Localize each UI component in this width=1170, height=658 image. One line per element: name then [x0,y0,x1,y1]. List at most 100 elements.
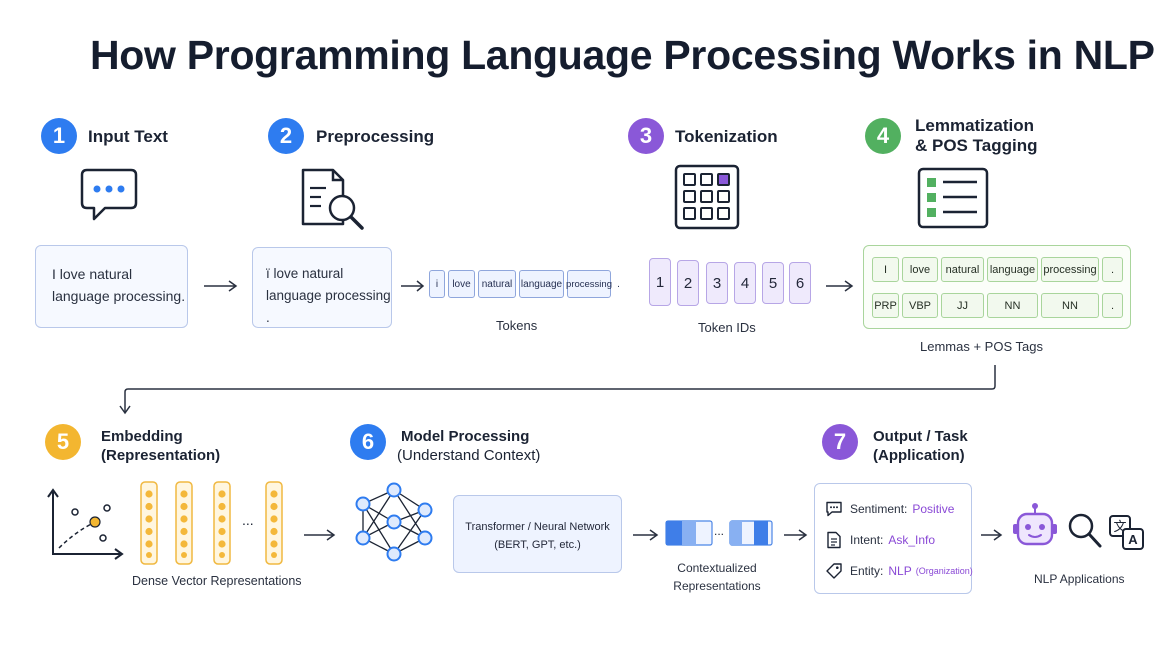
output-label: Entity: [850,564,884,578]
tokens-caption: Tokens [496,318,538,333]
token-id-box: 4 [734,262,756,304]
document-icon [827,531,841,549]
step-7-title: Output / Task (Application) [873,427,968,465]
pos-chip: NN [987,293,1038,318]
checklist-icon [917,167,989,229]
preprocessed-text-box: ï love natural language processing . [252,247,392,328]
token-chip: i [429,270,445,298]
speech-bubble-icon [80,168,138,221]
output-label: Sentiment: [850,502,908,516]
step-7-badge: 7 [822,424,858,460]
token-id-box: 5 [762,262,784,304]
token-chip: processing [566,270,612,298]
lemma-chip: . [1102,257,1123,282]
contextual-caption-line-1: Contextualized [677,561,757,575]
token-chip: natural [478,270,516,298]
pos-chip: NN [1041,293,1099,318]
step-2-badge: 2 [268,118,304,154]
search-icon [1068,513,1102,548]
output-box: Sentiment: Positive Intent: Ask_Info Ent… [814,483,973,594]
step-3-badge: 3 [628,118,664,154]
document-search-icon [301,168,364,230]
preprocessed-line-1: ï love natural [266,266,344,281]
output-value: Positive [912,502,955,516]
token-id-box: 1 [649,258,671,306]
step-4-title: Lemmatization & POS Tagging [915,116,1037,156]
input-text-box: I love natural language processing. [35,245,188,328]
context-vector-icon [729,520,773,546]
pos-chip: . [1102,293,1123,318]
arrow-right-icon [633,529,659,541]
svg-text:A: A [1128,532,1138,547]
step-6-badge: 6 [350,424,386,460]
step-2-title: Preprocessing [316,127,435,146]
arrow-right-icon [204,280,238,292]
step-3-title: Tokenization [675,127,778,146]
context-vector-icon [665,520,713,546]
pos-chip: VBP [902,293,938,318]
output-value: NLP [888,564,912,578]
token-id-box: 2 [677,260,699,306]
token-id-box: 3 [706,262,728,304]
input-text-line-1: I love natural [52,266,133,282]
embedding-ellipsis: ... [242,512,254,528]
preprocessed-line-2: language processing . [266,288,391,325]
arrow-right-icon [401,280,425,292]
token-id-list: 1 2 3 4 5 6 [649,258,814,308]
contextual-caption: Contextualized Representations [662,559,772,595]
lemma-chip: natural [941,257,984,282]
input-text-line-2: language processing. [52,288,186,304]
token-chip: language [519,270,564,298]
step-1-title: Input Text [88,127,168,146]
arrow-right-icon [981,529,1003,541]
lemma-pos-box: I love natural language processing . PRP… [863,245,1131,329]
arrow-right-icon [826,280,854,292]
robot-icon [1013,503,1057,546]
token-ids-caption: Token IDs [698,320,756,335]
arrow-right-icon [784,529,808,541]
step-6-title: Model Processing (Understand Context) [397,427,540,465]
chat-icon [826,501,842,517]
context-ellipsis: ... [714,524,725,538]
lemmas-caption: Lemmas + POS Tags [920,339,1043,354]
lemma-chip: processing [1041,257,1099,282]
embedding-vectors [140,481,283,565]
step-4-title-line-2: & POS Tagging [915,136,1038,155]
token-chip: . [617,278,620,290]
lemma-chip: I [872,257,899,282]
output-row-intent: Intent: Ask_Info [825,531,935,549]
pos-chip: PRP [872,293,899,318]
model-box-line-2: (BERT, GPT, etc.) [494,539,581,551]
step-6-title-line-1: Model Processing [401,428,530,445]
contextual-caption-line-2: Representations [673,579,761,593]
step-4-badge: 4 [865,118,901,154]
step-5-title: Embedding (Representation) [101,427,220,465]
translate-icon: 文 A [1109,515,1144,550]
model-box-line-1: Transformer / Neural Network [465,521,610,533]
connector-arrow [119,365,996,415]
output-row-sentiment: Sentiment: Positive [825,501,954,517]
step-4-title-line-1: Lemmatization [915,116,1035,135]
step-1-badge: 1 [41,118,77,154]
output-label: Intent: [850,533,884,547]
page-title: How Programming Language Processing Work… [90,32,1155,78]
applications-caption: NLP Applications [1034,572,1125,586]
lemma-chip: language [987,257,1038,282]
step-5-title-line-2: (Representation) [101,447,221,464]
step-7-title-line-2: (Application) [873,447,965,464]
arrow-right-icon [304,529,336,541]
token-list: i love natural language processing . [429,270,623,298]
step-5-badge: 5 [45,424,81,460]
neural-network-icon [355,482,433,562]
output-row-entity: Entity: NLP (Organization) [825,562,973,580]
lemma-chip: love [902,257,938,282]
step-7-title-line-1: Output / Task [873,428,968,445]
model-box: Transformer / Neural Network (BERT, GPT,… [453,495,622,573]
token-id-box: 6 [789,262,811,304]
grid-icon [674,164,740,230]
embedding-caption: Dense Vector Representations [132,574,302,588]
scatter-plot-icon [47,488,124,560]
output-note: (Organization) [915,566,973,576]
step-5-title-line-1: Embedding [101,428,183,445]
tag-icon [826,563,842,579]
